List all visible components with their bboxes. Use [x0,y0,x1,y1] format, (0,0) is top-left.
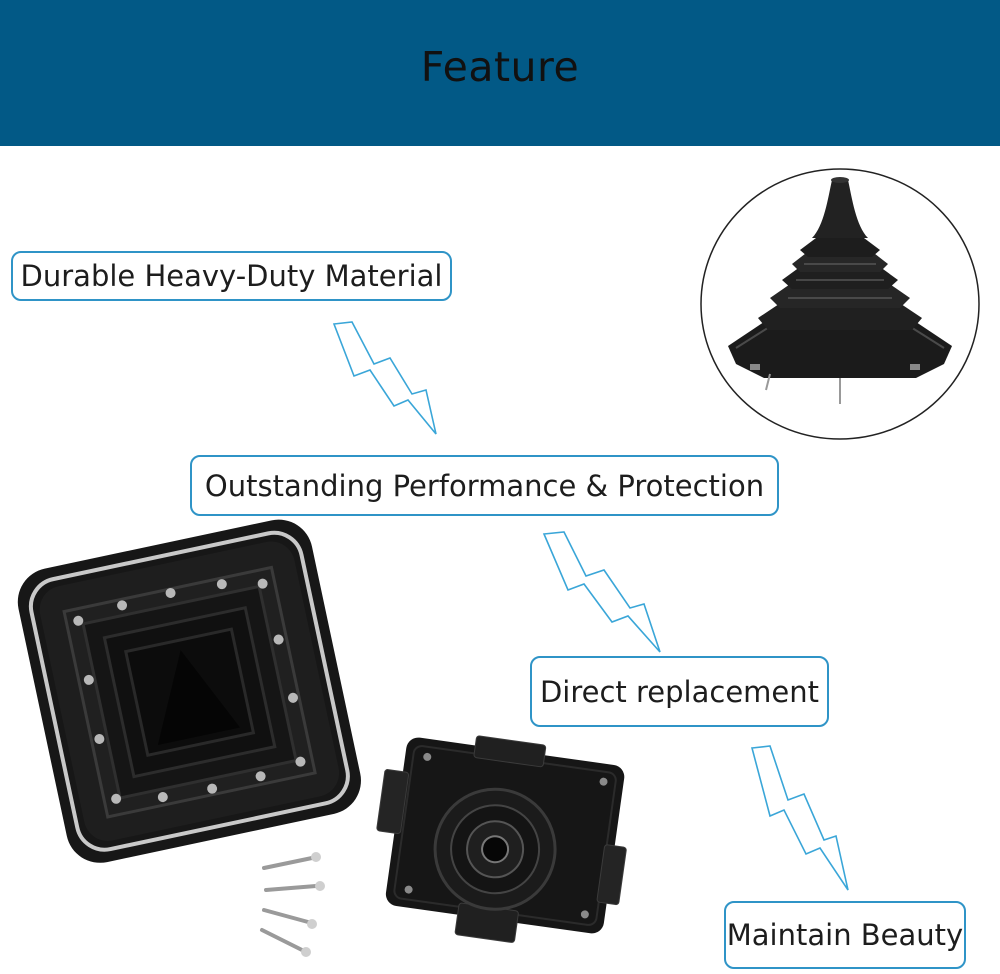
lightning-bolt-icon [332,321,437,435]
feature-label-replacement: Direct replacement [530,656,829,727]
mounting-screws [260,852,325,957]
page-title: Feature [420,43,580,91]
mounting-plate-product [376,735,627,943]
feature-label-durable: Durable Heavy-Duty Material [11,251,452,301]
feature-label-text: Outstanding Performance & Protection [204,468,765,503]
feature-label-text: Maintain Beauty [726,918,964,952]
lightning-bolt-icon [542,531,661,653]
lightning-bolt-icon [750,745,849,891]
feature-label-text: Durable Heavy-Duty Material [20,259,443,293]
header-banner: Feature [0,0,1000,146]
feature-label-text: Direct replacement [539,674,820,709]
boot-product-inset [700,168,980,440]
feature-label-performance: Outstanding Performance & Protection [190,455,779,516]
feature-label-beauty: Maintain Beauty [724,901,966,969]
boot-frame-product [17,519,361,863]
